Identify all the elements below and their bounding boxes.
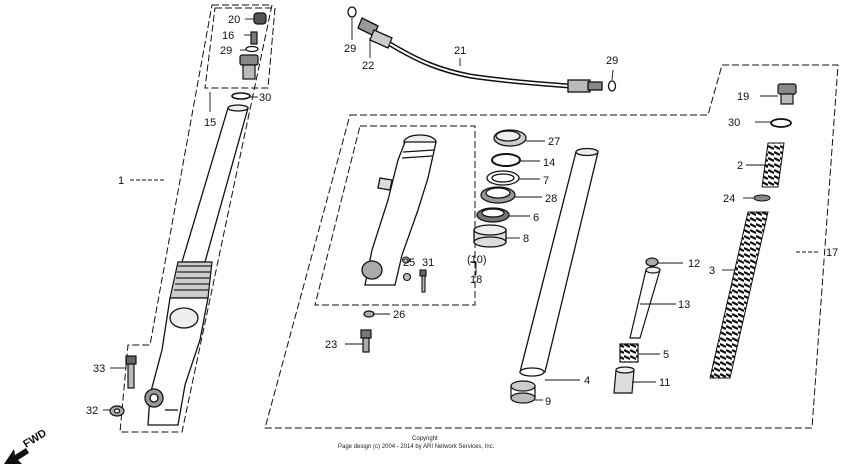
callout-13: 13: [678, 299, 690, 311]
fork-springs: [709, 142, 785, 379]
callout-labels: 20 16 29 30 15 1 33 32 29 22 21 29 27 14…: [86, 14, 838, 417]
callout-24: 24: [723, 193, 735, 205]
callout-33: 33: [93, 363, 105, 375]
fork-assembly-left-outline: [119, 4, 273, 433]
forward-direction-indicator: FWD: [4, 427, 49, 464]
socket-bolt-and-washer: [360, 310, 375, 353]
slider-small-parts: [401, 256, 427, 293]
callout-17: 17: [826, 247, 838, 259]
callout-32: 32: [86, 405, 98, 417]
callout-30: 30: [728, 117, 740, 129]
callout-26: 26: [393, 309, 405, 321]
callout-16: 16: [222, 30, 234, 42]
fork-outer-slider-left: [144, 297, 209, 426]
copyright-notice: Copyright Page design (c) 2004 - 2014 by…: [338, 436, 495, 450]
outer-slider-subgroup-box: [314, 125, 476, 306]
callout-29: 29: [344, 43, 356, 55]
callout-20: 20: [228, 14, 240, 26]
damper-rod-parts: [613, 257, 661, 394]
callout-29: 29: [606, 55, 618, 67]
callout-27: 27: [548, 136, 560, 148]
callout-3: 3: [709, 265, 715, 277]
fork-outer-slider-right: [361, 134, 437, 286]
callout-18: 18: [470, 274, 482, 286]
copyright-line-2: Page design (c) 2004 - 2014 by ARI Netwo…: [338, 444, 495, 450]
callout-10: (10): [467, 254, 487, 266]
callout-8: 8: [523, 233, 529, 245]
callout-9: 9: [545, 396, 551, 408]
callout-14: 14: [543, 157, 555, 169]
callout-12: 12: [688, 258, 700, 270]
fork-cap-parts: [231, 12, 267, 100]
fork-seal-stack: [473, 129, 527, 248]
callout-19: 19: [737, 91, 749, 103]
callout-31: 31: [422, 257, 434, 269]
callout-11: 11: [659, 377, 670, 389]
axle-pinch-bolt: [125, 355, 137, 389]
callout-4: 4: [584, 375, 590, 387]
fork-cap-bolt: [770, 83, 797, 128]
fork-cap-subgroup-box: [204, 7, 276, 89]
callout-5: 5: [663, 349, 669, 361]
callout-2: 2: [737, 160, 743, 172]
callout-28: 28: [545, 193, 557, 205]
fwd-label: FWD: [21, 427, 49, 450]
slide-bushing: [510, 380, 536, 404]
callout-7: 7: [543, 175, 549, 187]
callout-6: 6: [533, 212, 539, 224]
callout-21: 21: [454, 45, 466, 57]
fwd-arrow-icon: [4, 448, 29, 464]
drain-bolt-washer: [109, 405, 125, 417]
callout-23: 23: [325, 339, 337, 351]
callout-22: 22: [362, 60, 374, 72]
leader-lines: [103, 18, 820, 411]
callout-25: 25: [403, 257, 415, 269]
fork-assembly-right-outline: [264, 64, 839, 429]
copyright-line-1: Copyright: [412, 436, 438, 442]
callout-29: 29: [220, 45, 232, 57]
callout-15: 15: [204, 117, 216, 129]
callout-30: 30: [259, 92, 271, 104]
fork-inner-tube-right: [519, 147, 599, 377]
air-hose-assembly: [347, 6, 617, 93]
callout-1: 1: [118, 175, 124, 187]
fork-dust-boot-left: [169, 261, 213, 299]
